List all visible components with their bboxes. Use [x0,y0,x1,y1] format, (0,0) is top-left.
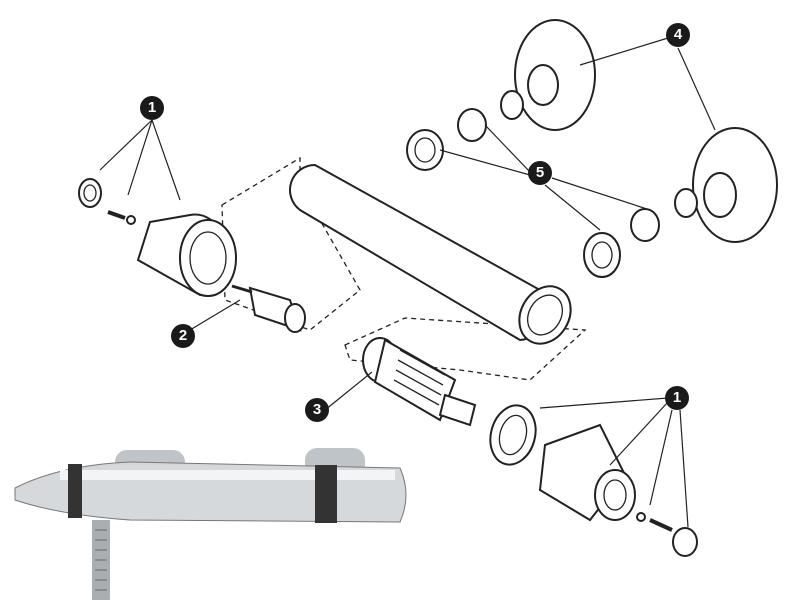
callout-4: 4 [666,23,690,47]
callout-3: 3 [305,398,329,422]
wall-plate-right [692,127,778,243]
left-handle [136,213,237,297]
right-screw [636,512,673,532]
flow-cartridge [231,284,306,333]
washers [500,90,698,218]
hex-nuts [406,129,621,278]
callout-1-right: 1 [665,386,689,410]
left-cap [78,178,102,208]
leader-lines [99,37,716,528]
callout-5: 5 [528,161,552,185]
right-ring [489,404,537,466]
assembly-guide-right [344,317,587,381]
callout-2: 2 [171,324,195,348]
wall-plate-top [514,19,596,131]
right-handle [538,423,636,522]
eccentric-connectors [457,108,660,242]
left-screw [107,210,136,225]
thermostatic-cartridge [362,337,477,427]
assembled-valve-photo [14,448,407,600]
valve-body [289,163,572,345]
right-cap [672,527,698,557]
assembly-guide-left [221,156,361,331]
callout-1-left: 1 [140,96,164,120]
